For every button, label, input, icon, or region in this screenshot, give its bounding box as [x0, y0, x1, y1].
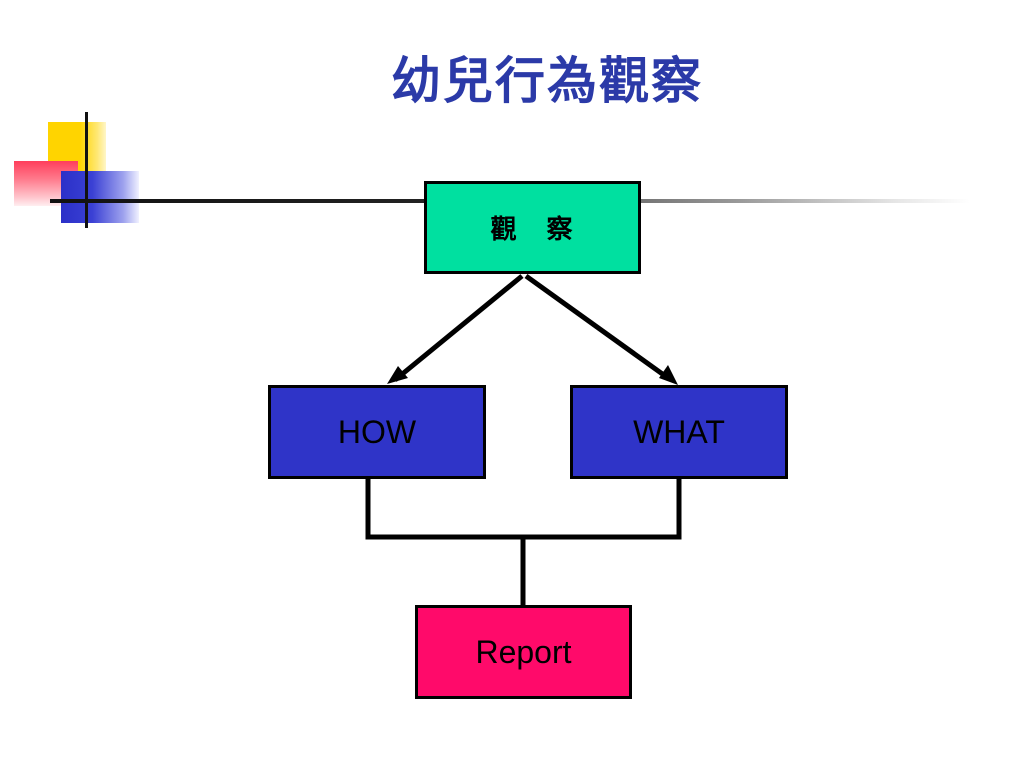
- slide-title: 幼兒行為觀察: [391, 51, 703, 110]
- arrow-observe-to-how: [393, 274, 524, 382]
- what-box: WHAT: [570, 385, 788, 479]
- observe-label: 觀 察: [490, 215, 575, 245]
- decorative-vertical-line: [85, 112, 88, 228]
- decorative-blue-square: [61, 171, 139, 223]
- observe-box: 觀 察: [424, 181, 641, 274]
- how-box: HOW: [268, 385, 486, 479]
- arrowhead-what: [659, 365, 678, 385]
- arrowhead-how: [387, 366, 408, 384]
- report-box: Report: [415, 605, 632, 699]
- merge-line-how-what: [365, 479, 682, 540]
- arrow-observe-to-what: [524, 273, 670, 381]
- how-label: HOW: [337, 413, 417, 450]
- what-label: WHAT: [633, 413, 725, 450]
- report-label: Report: [475, 633, 572, 670]
